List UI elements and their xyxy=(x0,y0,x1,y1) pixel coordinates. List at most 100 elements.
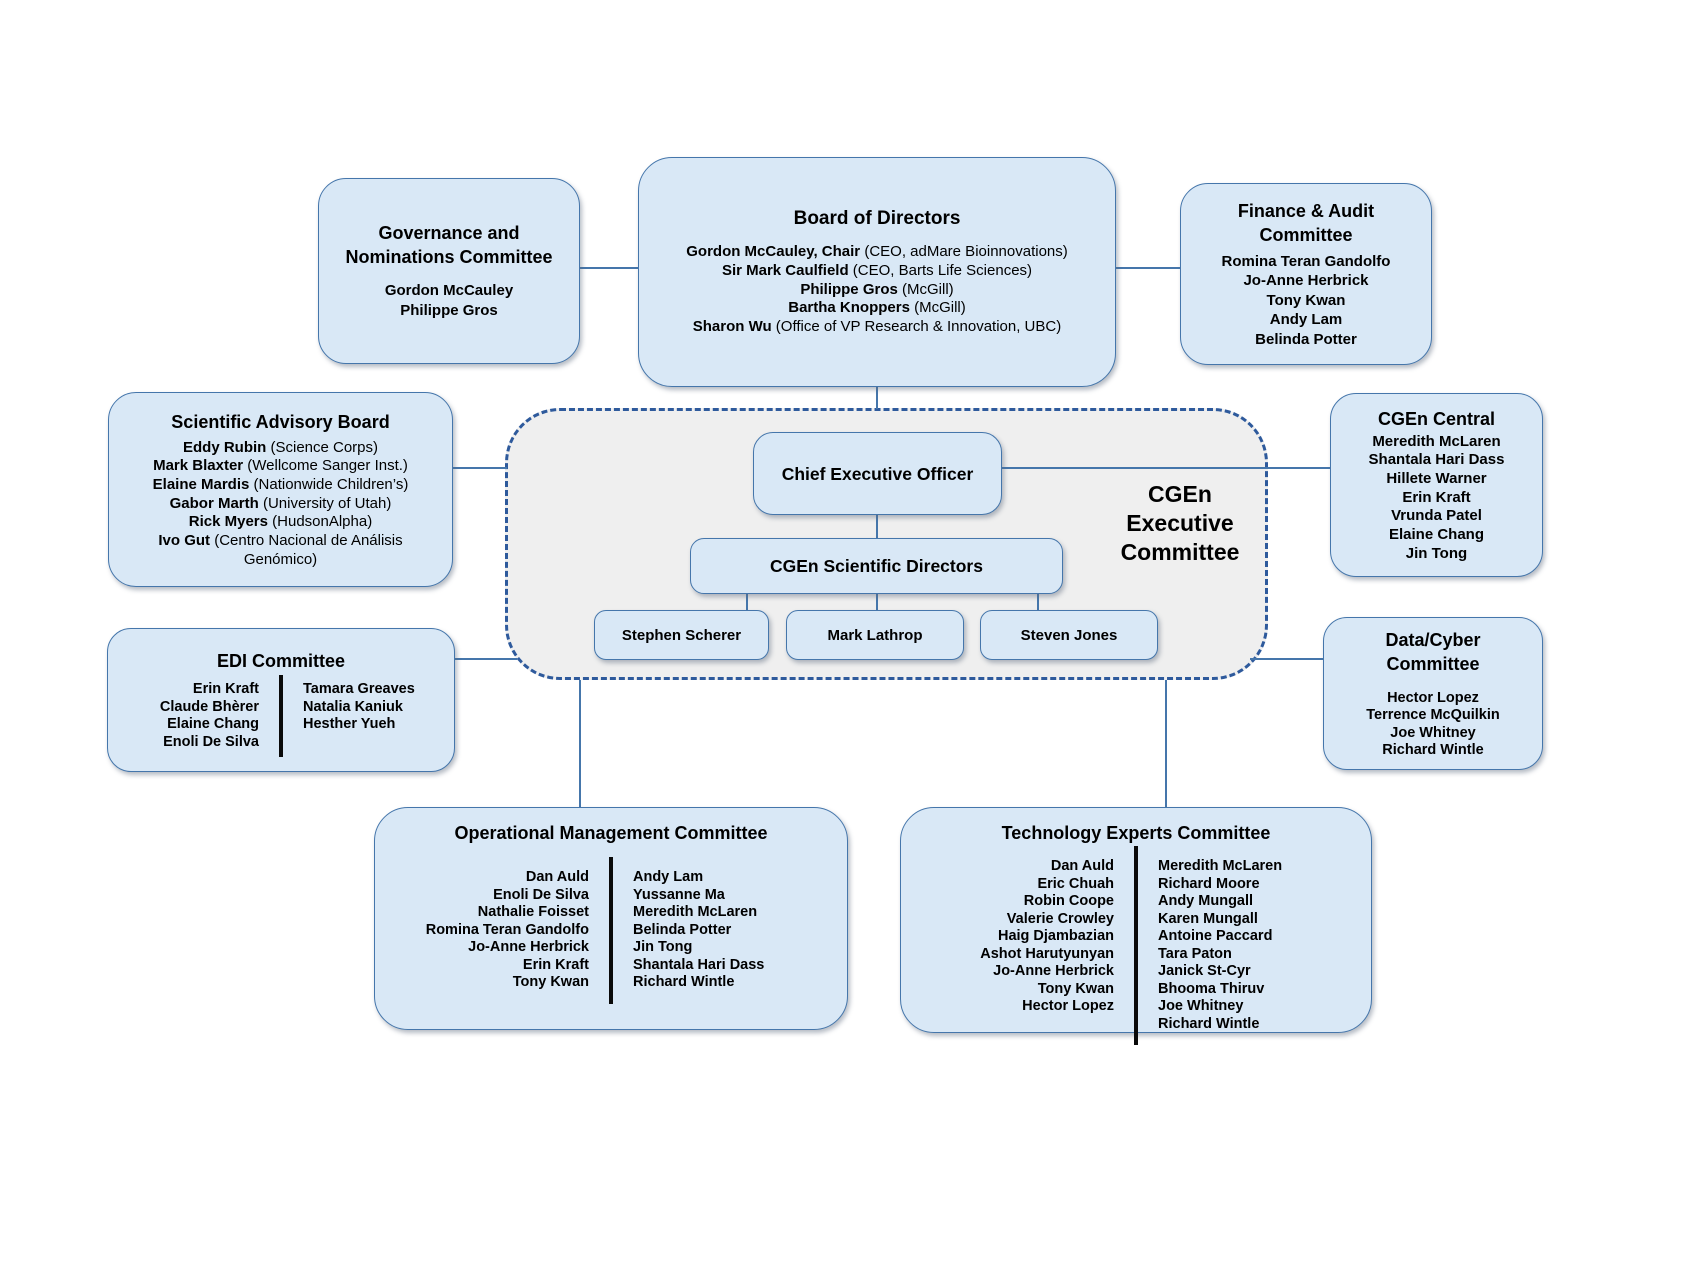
member: Philippe Gros (McGill) xyxy=(800,280,954,298)
member: Shantala Hari Dass xyxy=(633,956,765,973)
member: Bartha Knoppers (McGill) xyxy=(788,299,966,317)
scientific-advisory-board-box: Scientific Advisory Board Eddy Rubin (Sc… xyxy=(108,392,453,587)
member: Belinda Potter xyxy=(1255,330,1357,348)
member: Joe Whitney xyxy=(1390,724,1476,741)
director-mark-lathrop-box: Mark Lathrop xyxy=(786,610,964,660)
member: Vrunda Patel xyxy=(1391,507,1482,525)
box-title: Governance and Nominations Committee xyxy=(345,223,553,267)
member: Elaine Mardis (Nationwide Children’s) xyxy=(152,475,409,493)
member: Jin Tong xyxy=(1405,544,1468,562)
box-title: Board of Directors xyxy=(793,208,961,230)
member: Eddy Rubin (Science Corps) xyxy=(182,438,379,456)
connector-executive-tec xyxy=(1165,680,1167,808)
connector-board-executive xyxy=(876,387,878,409)
member: Jo-Anne Herbrick xyxy=(993,963,1114,979)
connector-edi-executive xyxy=(455,658,517,660)
box-title: Chief Executive Officer xyxy=(781,463,974,484)
column-divider xyxy=(1134,846,1138,1045)
member: Gordon McCauley xyxy=(384,282,514,299)
member: Enoli De Silva xyxy=(493,886,589,903)
box-title: Technology Experts Committee xyxy=(1001,823,1271,843)
connector-executive-datacyber xyxy=(1250,658,1323,660)
member: Richard Moore xyxy=(1158,875,1260,892)
member: Valerie Crowley xyxy=(1006,910,1114,927)
member: Hector Lopez xyxy=(1387,689,1479,706)
member: Karen Mungall xyxy=(1158,910,1258,927)
column-divider xyxy=(279,675,283,757)
member: Mark Blaxter (Wellcome Sanger Inst.) xyxy=(153,457,408,475)
member: Ashot Harutyunyan xyxy=(980,945,1114,962)
member: Janick St-Cyr xyxy=(1158,963,1251,979)
member: Andy Lam xyxy=(1269,311,1343,329)
connector-sab-executive xyxy=(453,467,507,469)
member: Richard Wintle xyxy=(633,974,735,990)
member: Erin Kraft xyxy=(192,681,259,697)
member: Hesther Yueh xyxy=(303,716,396,732)
member: Joe Whitney xyxy=(1158,998,1244,1014)
member: Hillete Warner xyxy=(1386,469,1487,487)
member: Richard Wintle xyxy=(1382,741,1484,758)
member: Tamara Greaves xyxy=(303,681,415,697)
member: Andy Mungall xyxy=(1158,893,1254,909)
column-divider xyxy=(609,857,613,1004)
member: Shantala Hari Dass xyxy=(1368,451,1505,469)
member: Enoli De Silva xyxy=(163,733,259,750)
scientific-directors-box: CGEn Scientific Directors xyxy=(690,538,1063,594)
member: Sharon Wu (Office of VP Research & Innov… xyxy=(692,318,1062,336)
member: Elaine Chang xyxy=(167,716,259,732)
member-list: Gordon McCauley, Chair (CEO, adMare Bioi… xyxy=(686,243,1068,337)
box-title: CGEn Scientific Directors xyxy=(770,556,983,576)
member: Dan Auld xyxy=(525,869,589,885)
member: Tony Kwan xyxy=(1037,980,1114,997)
connector-directors-jones xyxy=(1037,593,1039,611)
director-name: Stephen Scherer xyxy=(621,626,742,644)
box-title: Operational Management Committee xyxy=(454,823,768,843)
director-name: Mark Lathrop xyxy=(827,626,923,644)
member: Romina Teran Gandolfo xyxy=(1221,252,1391,270)
member: Erin Kraft xyxy=(1402,488,1471,506)
member: Romina Teran Gandolfo xyxy=(425,921,589,938)
member: Dan Auld xyxy=(1050,858,1114,874)
member: Meredith McLaren xyxy=(1372,432,1501,450)
member: Yussanne Ma xyxy=(633,886,725,903)
member: Bhooma Thiruv xyxy=(1158,980,1265,997)
member: Philippe Gros xyxy=(400,302,498,319)
box-title: CGEn Central xyxy=(1377,408,1496,429)
member: Robin Coope xyxy=(1023,893,1114,909)
box-title: Data/Cyber Committee xyxy=(1385,629,1481,674)
connector-ceo-central xyxy=(1002,467,1330,469)
member: Belinda Potter xyxy=(633,921,732,938)
director-name: Steven Jones xyxy=(1020,626,1118,644)
operational-management-committee-box: Operational Management Committee Dan Aul… xyxy=(374,807,848,1030)
box-title: EDI Committee xyxy=(216,651,346,671)
member: Meredith McLaren xyxy=(1158,858,1283,874)
box-title: Finance & Audit Committee xyxy=(1237,200,1375,245)
connector-governance-board xyxy=(580,267,638,269)
board-of-directors-box: Board of Directors Gordon McCauley, Chai… xyxy=(638,157,1116,387)
member: Eric Chuah xyxy=(1037,875,1114,892)
member: Antoine Paccard xyxy=(1158,928,1273,944)
member: Tony Kwan xyxy=(1266,291,1346,309)
member: Meredith McLaren xyxy=(633,904,758,920)
member: Terrence McQuilkin xyxy=(1366,707,1500,724)
member: Elaine Chang xyxy=(1388,526,1485,544)
connector-directors-lathrop xyxy=(876,593,878,611)
member: Erin Kraft xyxy=(522,956,589,973)
chief-executive-officer-box: Chief Executive Officer xyxy=(753,432,1002,515)
member: Sir Mark Caulfield (CEO, Barts Life Scie… xyxy=(721,261,1033,279)
member: Jin Tong xyxy=(633,939,693,955)
member: Jo-Anne Herbrick xyxy=(1243,272,1369,290)
